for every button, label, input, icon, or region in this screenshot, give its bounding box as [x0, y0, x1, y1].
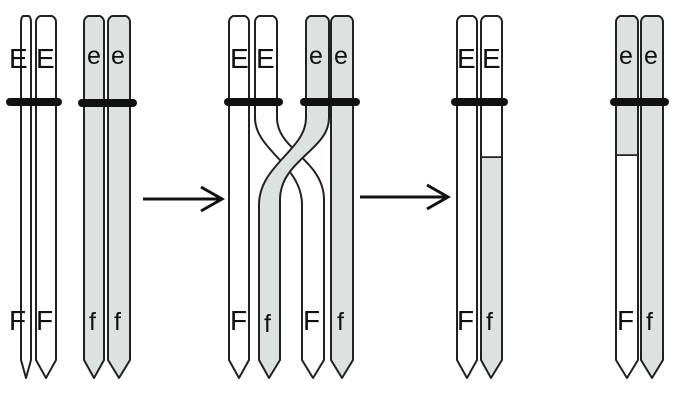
- stage2-chromatid-2-bottom-allele: f: [264, 310, 271, 338]
- stage2-chromatid-3-crossed-segment: [254, 102, 325, 379]
- stage2-chromatid-4-bottom-allele: f: [337, 308, 344, 336]
- stage4-chromatid-2-top-allele: e: [644, 42, 658, 70]
- arrow-stage2-to-stage3: [360, 183, 452, 211]
- stage2-chromatid-3-bottom-allele: F: [303, 305, 320, 336]
- stage1-chromatid-1-bottom-allele: F: [9, 305, 26, 336]
- stage2-chromatid-1-bottom-allele: F: [230, 305, 247, 336]
- stage1-chromatid-3: e f: [78, 15, 112, 379]
- stage-1-homologous-pair: E F E F e f e f: [6, 15, 137, 379]
- stage2-chromatid-3-top-allele: e: [309, 42, 323, 70]
- stage4-chromatid-1-bottom-allele: F: [617, 305, 634, 336]
- stage1-chromatid-1-top-allele: E: [9, 43, 28, 74]
- stage3-chromatid-2-bottom-allele: f: [486, 308, 493, 336]
- stage1-chromatid-2: E F: [30, 15, 62, 379]
- stage3-chromatid-1: E F: [451, 15, 483, 379]
- stage2-chromatid-1-top-allele: E: [230, 43, 249, 74]
- stage-3-recombinant-products-a: E F E f: [451, 15, 508, 379]
- stage1-chromatid-4-bottom-allele: f: [114, 308, 121, 336]
- stage1-chromatid-4-top-allele: e: [111, 42, 125, 70]
- stage2-chromatid-4-top-allele: e: [334, 42, 348, 70]
- arrow-stage1-to-stage2: [143, 185, 226, 213]
- stage3-chromatid-1-bottom-allele: F: [457, 305, 474, 336]
- stage2-chromatid-2-top-allele: E: [256, 43, 275, 74]
- stage1-chromatid-2-top-allele: E: [36, 43, 55, 74]
- stage2-chromatid-3: e F: [300, 15, 335, 336]
- stage1-chromatid-2-bottom-allele: F: [36, 305, 53, 336]
- stage-4-recombinant-products-b: e F e f: [610, 15, 669, 379]
- stage2-chromatid-2: E f: [248, 15, 283, 338]
- stage3-chromatid-2-top-allele: E: [482, 43, 501, 74]
- stage1-chromatid-4: e f: [104, 15, 137, 379]
- stage-2-crossing-over: E F E f e F e f: [224, 15, 360, 379]
- stage2-chromatid-2-crossed-segment: [258, 102, 330, 379]
- stage4-chromatid-2-bottom-allele: f: [646, 308, 653, 336]
- stage1-chromatid-3-bottom-allele: f: [89, 308, 96, 336]
- stage3-chromatid-1-top-allele: E: [457, 43, 476, 74]
- stage2-chromatid-4: e f: [326, 15, 360, 379]
- stage1-chromatid-3-top-allele: e: [87, 42, 101, 70]
- stage4-chromatid-2: e f: [636, 15, 669, 379]
- stage2-chromatid-1: E F: [224, 15, 256, 379]
- stage3-chromatid-2: E f: [475, 15, 508, 379]
- stage1-chromatid-1: E F: [6, 15, 38, 379]
- stage4-chromatid-1: e F: [610, 15, 644, 379]
- stage4-chromatid-1-top-allele: e: [619, 42, 633, 70]
